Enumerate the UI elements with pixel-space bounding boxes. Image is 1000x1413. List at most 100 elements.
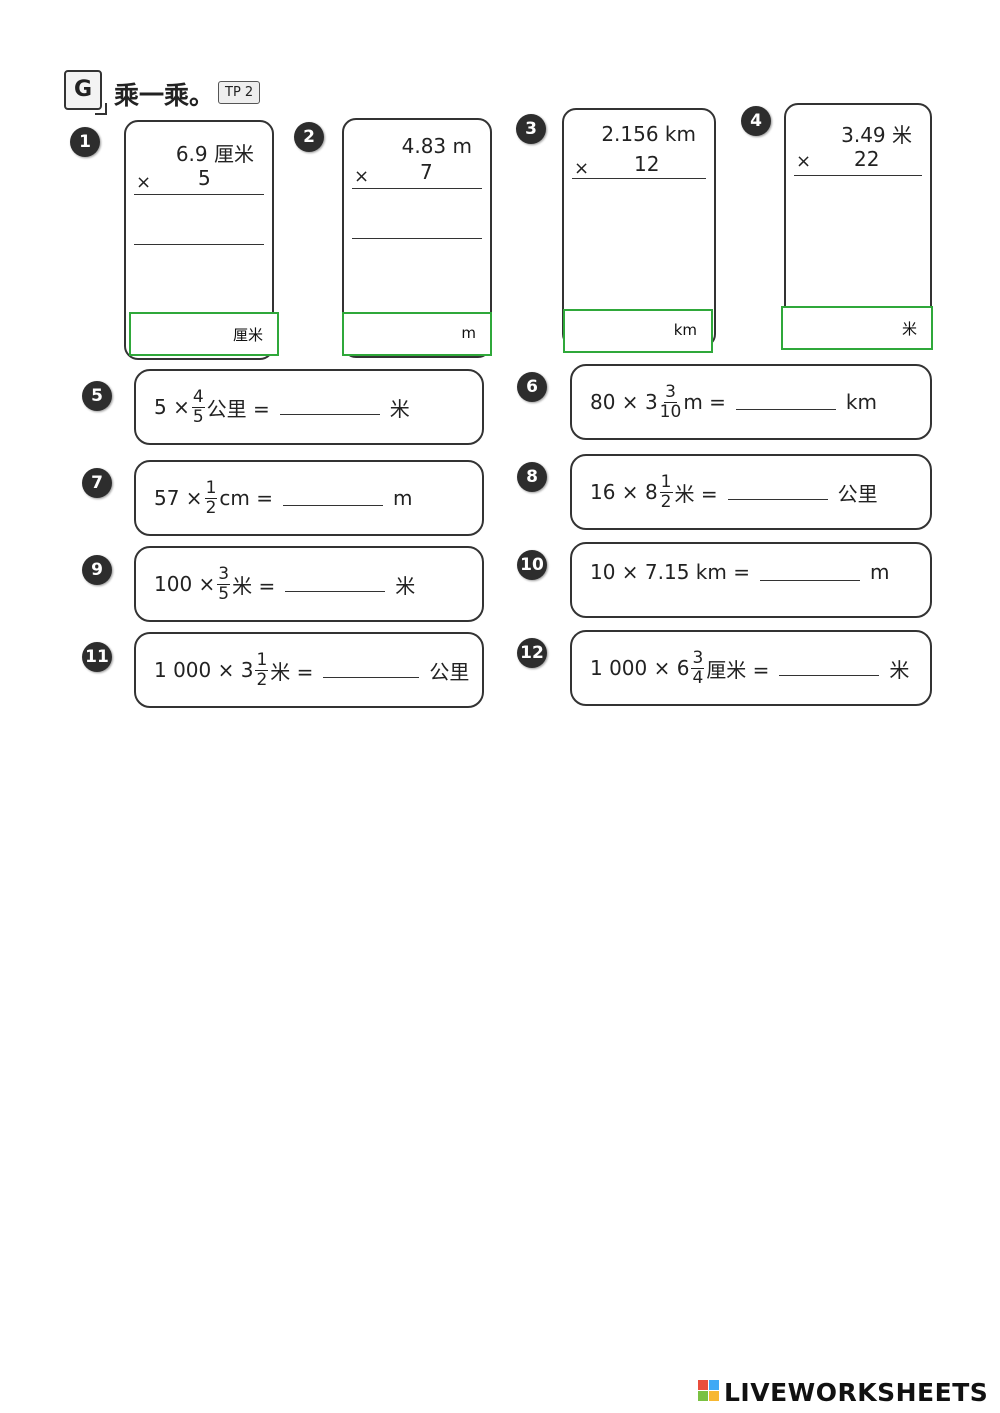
section-badge: G xyxy=(64,70,107,115)
rule-line xyxy=(134,194,264,195)
problem-number-2: 2 xyxy=(294,122,324,152)
rule-line xyxy=(352,188,482,189)
answer-unit: 米 xyxy=(901,320,917,338)
problem-number-9: 9 xyxy=(82,555,112,585)
problem-number-11: 11 xyxy=(82,642,112,672)
numerator: 1 xyxy=(204,477,218,499)
answer-blank[interactable] xyxy=(285,577,386,592)
numerator: 3 xyxy=(691,647,705,669)
multiplier: 22 xyxy=(854,147,880,171)
answer-box-2[interactable]: m xyxy=(342,312,492,356)
top-operand: 3.49 米 xyxy=(841,123,912,147)
rule-line xyxy=(794,175,922,176)
eq-left: 1 000 × xyxy=(154,658,235,682)
eq-left: 16 × xyxy=(590,480,639,504)
denominator: 2 xyxy=(205,497,217,518)
answer-blank[interactable] xyxy=(727,485,828,500)
rule-line xyxy=(134,244,264,245)
multiplier: 7 xyxy=(420,160,433,184)
eq-right: 米 = xyxy=(674,481,718,506)
multiplier: 5 xyxy=(198,166,211,190)
problem-number-4: 4 xyxy=(741,106,771,136)
rule-line xyxy=(572,178,706,179)
answer-box-1[interactable]: 厘米 xyxy=(129,312,279,356)
numerator: 4 xyxy=(191,386,205,408)
top-operand: 2.156 km xyxy=(601,122,696,146)
tp-tag: TP 2 xyxy=(218,81,261,104)
answer-unit: 米 xyxy=(889,657,910,682)
answer-blank[interactable] xyxy=(283,491,383,506)
answer-blank[interactable] xyxy=(279,400,380,415)
times-sign: × xyxy=(796,151,812,172)
liveworksheets-logo: LIVEWORKSHEETS xyxy=(724,1378,989,1407)
problem-number-10: 10 xyxy=(517,550,547,580)
eq-right: 厘米 = xyxy=(706,657,770,682)
whole-part: 3 xyxy=(644,390,658,414)
answer-unit: m xyxy=(461,324,476,342)
problem-number-7: 7 xyxy=(82,468,112,498)
times-sign: × xyxy=(136,172,152,193)
answer-unit: 公里 xyxy=(429,659,470,684)
answer-unit: 公里 xyxy=(837,481,878,506)
eq-left: 57 × xyxy=(154,486,203,510)
answer-unit: m xyxy=(870,560,890,584)
problem-number-12: 12 xyxy=(517,638,547,668)
answer-blank[interactable] xyxy=(323,663,420,678)
times-sign: × xyxy=(354,166,370,187)
answer-blank[interactable] xyxy=(779,661,880,676)
answer-unit: km xyxy=(845,390,877,414)
top-operand: 4.83 m xyxy=(401,134,472,158)
eq-left: 100 × xyxy=(154,572,216,596)
eq-left: 5 × xyxy=(154,395,190,419)
denominator: 2 xyxy=(660,491,672,512)
answer-unit: 米 xyxy=(389,396,410,421)
denominator: 5 xyxy=(192,406,204,427)
numerator: 3 xyxy=(664,381,677,403)
eq-left: 10 × 7.15 km = xyxy=(590,560,750,584)
numerator: 1 xyxy=(659,471,673,493)
problem-number-6: 6 xyxy=(517,372,547,402)
answer-blank[interactable] xyxy=(735,395,836,410)
whole-part: 6 xyxy=(676,656,690,680)
eq-right: 米 = xyxy=(270,659,314,684)
answer-blank[interactable] xyxy=(760,566,860,581)
top-operand: 6.9 厘米 xyxy=(175,142,254,166)
answer-unit: 米 xyxy=(395,573,416,598)
problem-number-1: 1 xyxy=(70,127,100,157)
eq-right: m = xyxy=(683,390,726,414)
answer-box-4[interactable]: 米 xyxy=(781,306,933,350)
whole-part: 3 xyxy=(240,658,254,682)
problem-number-8: 8 xyxy=(517,462,547,492)
vertical-card-3: 2.156 km × 12 xyxy=(562,108,716,348)
answer-unit: 厘米 xyxy=(232,326,263,344)
eq-right: 公里 = xyxy=(206,396,270,421)
answer-box-3[interactable]: km xyxy=(563,309,713,353)
times-sign: × xyxy=(574,158,590,179)
equation: 10 × 7.15 km = m xyxy=(590,544,889,616)
eq-right: cm = xyxy=(219,486,273,510)
denominator: 4 xyxy=(692,667,704,688)
eq-right: 米 = xyxy=(232,573,276,598)
numerator: 3 xyxy=(217,563,231,585)
whole-part: 8 xyxy=(644,480,658,504)
